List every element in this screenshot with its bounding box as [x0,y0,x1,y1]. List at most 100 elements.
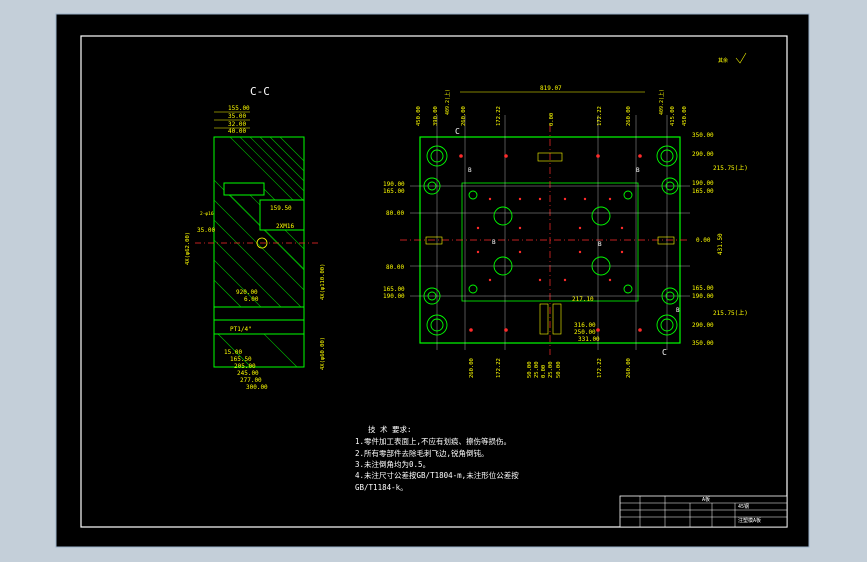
svg-text:80.00: 80.00 [386,264,404,271]
tb-part-name: A板 [702,496,710,503]
tb-material: 45钢 [738,503,749,510]
side-screws [425,236,675,245]
svg-text:277.00: 277.00 [240,377,262,384]
thread-label-2: PT1/4" [230,326,252,333]
svg-text:35.00: 35.00 [197,227,215,234]
svg-text:32.00: 32.00 [228,121,246,128]
insert-slot [259,199,305,231]
svg-text:245.00: 245.00 [237,370,259,377]
svg-text:920.00: 920.00 [236,289,258,296]
svg-text:190.00: 190.00 [383,181,405,188]
svg-text:250.00: 250.00 [574,329,596,336]
plan-view[interactable]: C C B B B B B 819.07 409.2(上) 409.2(上) 4… [383,85,748,378]
svg-text:25.00: 25.00 [534,361,540,378]
svg-text:215.75(上): 215.75(上) [713,164,748,172]
view-mark-c-bottom: C [662,348,667,357]
view-mark-c-top: C [455,127,460,136]
svg-text:15.00: 15.00 [224,349,242,356]
dim-top-rot-b: 409.2(上) [658,89,665,115]
svg-text:190.00: 190.00 [692,293,714,300]
guide-bushes [423,145,679,336]
svg-text:B: B [468,167,472,174]
bottom-vertical-dims: 260.00 172.22 50.00 25.00 0.00 25.00 50.… [469,358,632,378]
inner-bottom-dims: 316.00 250.00 331.00 [574,322,600,343]
svg-text:0.00: 0.00 [549,113,555,126]
svg-text:165.00: 165.00 [383,286,405,293]
svg-text:40.00: 40.00 [228,128,246,135]
svg-text:260.00: 260.00 [626,106,632,126]
svg-text:415.00: 415.00 [670,106,676,126]
svg-text:2.所有零部件去除毛刺飞边,锐角倒钝。: 2.所有零部件去除毛刺飞边,锐角倒钝。 [355,448,489,458]
svg-text:4.未注尺寸公差按GB/T1804-m,未注形位公差按: 4.未注尺寸公差按GB/T1804-m,未注形位公差按 [355,470,519,480]
left-horizontal-dims: 190.00 165.00 80.00 80.00 165.00 190.00 [383,181,405,300]
svg-text:260.00: 260.00 [626,358,632,378]
svg-text:290.00: 290.00 [692,151,714,158]
svg-text:25.00: 25.00 [548,361,554,378]
svg-text:GB/T1184-k。: GB/T1184-k。 [355,483,408,492]
thread-label-1: 2XM16 [276,223,294,230]
inner-border [80,35,788,528]
svg-text:50.00: 50.00 [527,361,533,378]
title-block[interactable]: A板 45钢 注塑模A板 [619,495,788,528]
tapped-hole [256,237,268,249]
channel [213,319,305,335]
svg-text:172.22: 172.22 [496,106,502,126]
top-dims: 155.00 35.00 32.00 40.00 [228,105,250,135]
bottom-dims: 15.00 165.50 205.00 245.00 277.00 300.00 [224,349,268,391]
plate-lower [213,306,305,368]
dim-overall-height: 431.50 [717,233,724,255]
svg-text:技 术 要求:: 技 术 要求: [368,424,412,434]
svg-text:350.00: 350.00 [692,340,714,347]
svg-text:290.00: 290.00 [692,322,714,329]
section-note: 2-φ16 [200,211,214,217]
svg-text:B: B [636,167,640,174]
svg-text:316.00: 316.00 [574,322,596,329]
sprue-slot [537,152,563,335]
section-view[interactable]: C-C 2XM16 PT1/4" 2-φ16 155.00 35.00 32.0… [185,85,326,391]
dim-left-rot: 4X(φ62.00) [185,232,191,265]
dim-overall-top: 819.07 [540,85,562,92]
svg-text:B: B [598,241,602,248]
svg-text:390.00: 390.00 [433,106,439,126]
svg-text:80.00: 80.00 [386,210,404,217]
svg-text:300.00: 300.00 [246,384,268,391]
svg-text:450.00: 450.00 [682,106,688,126]
mid-dims: 159.50 35.00 920.00 6.00 [197,205,292,303]
section-title: C-C [250,85,270,98]
svg-text:165.00: 165.00 [692,188,714,195]
svg-text:172.22: 172.22 [496,358,502,378]
svg-text:331.00: 331.00 [578,336,600,343]
screw-holes [459,154,642,332]
dim-top-rot-a: 409.2(上) [444,89,451,115]
svg-text:35.00: 35.00 [228,113,246,120]
dim-217: 217.10 [572,296,594,303]
svg-text:B: B [676,307,680,314]
svg-text:B: B [492,239,496,246]
svg-text:190.00: 190.00 [692,180,714,187]
svg-text:其余: 其余 [718,57,728,64]
paper-sheet [55,13,810,548]
b-marks: B B B B B [468,167,680,314]
svg-text:350.00: 350.00 [692,132,714,139]
svg-text:165.50: 165.50 [230,356,252,363]
dim-right-rot-1: 4X(φ110.00) [320,264,326,300]
tb-drawing-no: 注塑模A板 [738,517,761,524]
svg-text:165.00: 165.00 [383,188,405,195]
pocket [223,182,265,196]
roughness-symbol: 其余 [718,52,747,64]
svg-text:0.00: 0.00 [541,365,547,378]
top-vertical-dims: 450.00 390.00 260.00 172.22 0.00 172.22 … [416,106,688,126]
svg-text:165.00: 165.00 [692,285,714,292]
svg-text:50.00: 50.00 [556,361,562,378]
svg-text:159.50: 159.50 [270,205,292,212]
svg-text:1.零件加工表面上,不应有划痕、擦伤等损伤。: 1.零件加工表面上,不应有划痕、擦伤等损伤。 [355,436,511,446]
svg-text:172.22: 172.22 [597,358,603,378]
svg-text:205.00: 205.00 [234,363,256,370]
svg-text:6.00: 6.00 [244,296,259,303]
svg-text:450.00: 450.00 [416,106,422,126]
right-horizontal-dims: 350.00 290.00 215.75(上) 190.00 165.00 0.… [692,132,748,347]
technical-notes[interactable]: 技 术 要求: 1.零件加工表面上,不应有划痕、擦伤等损伤。 2.所有零部件去除… [355,424,519,492]
svg-text:260.00: 260.00 [469,358,475,378]
